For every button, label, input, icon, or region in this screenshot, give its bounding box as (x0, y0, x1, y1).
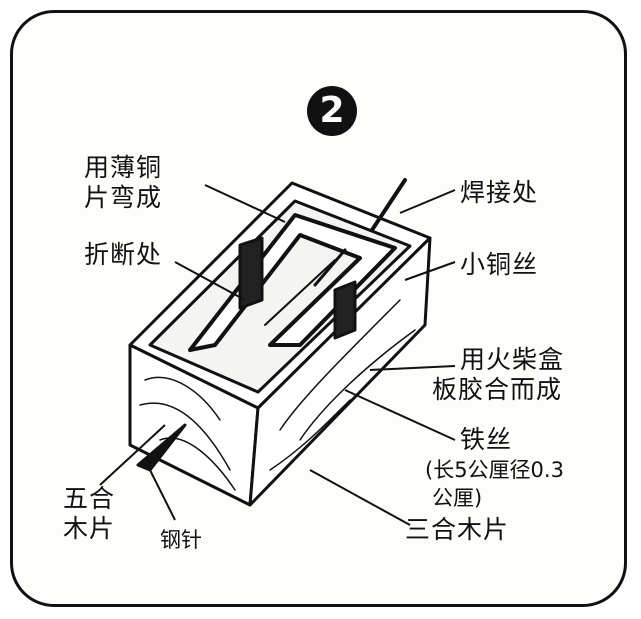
label-matchbox-plywood-line2: 板胶合而成 (432, 375, 563, 404)
label-thin-copper-line1: 用薄铜 (84, 153, 163, 182)
leader-matchbox-plywood (369, 365, 456, 371)
iron-wire-line (264, 259, 336, 326)
leader-break-point (174, 261, 246, 301)
label-iron-wire-line1: 铁丝 (460, 425, 513, 454)
leader-solder-joint (399, 189, 456, 214)
top-needle (370, 178, 407, 232)
leader-iron-wire (344, 389, 456, 441)
label-small-copper-wire: 小铜丝 (460, 250, 539, 279)
label-break-point: 折断处 (84, 240, 163, 269)
label-iron-wire-line2: (长5公厘径0.3 (425, 458, 564, 482)
label-solder-joint: 焊接处 (460, 178, 539, 207)
leader-thin-copper (204, 184, 286, 223)
leader-small-copper-wire (404, 261, 456, 281)
left-block (238, 236, 264, 310)
small-copper-wire-line (313, 248, 347, 287)
label-steel-needle: 钢针 (160, 528, 202, 552)
label-five-ply-line1: 五合 (63, 484, 116, 513)
label-thin-copper-line2: 片弯成 (84, 183, 163, 212)
label-matchbox-plywood-line1: 用火柴盒 (460, 345, 565, 374)
leader-three-ply (309, 469, 411, 526)
leader-steel-needle (149, 469, 176, 521)
label-five-ply-line2: 木片 (63, 514, 116, 543)
figure-number-badge: 2 (307, 86, 357, 136)
front-steel-needle (136, 423, 187, 472)
box-right-face (248, 236, 432, 507)
label-three-ply: 三合木片 (405, 515, 510, 544)
leader-five-ply (99, 424, 166, 486)
label-iron-wire-line3: 公厘) (432, 486, 483, 510)
right-block (333, 280, 357, 340)
